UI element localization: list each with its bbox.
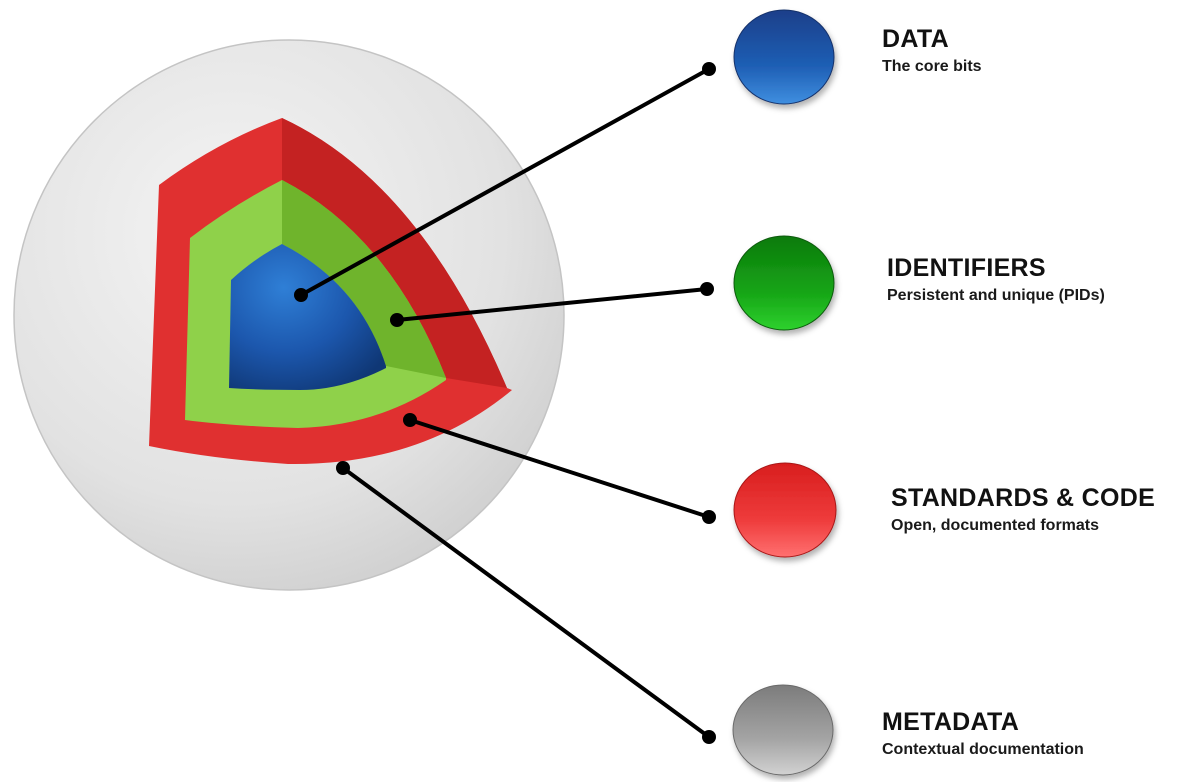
standards-label: STANDARDS & CODE Open, documented format…: [891, 483, 1155, 536]
identifiers-wedge-side: [282, 180, 446, 378]
data-legend-circle: [733, 9, 835, 105]
identifiers-subtitle: Persistent and unique (PIDs): [887, 287, 1105, 304]
standards-legend-circle: [733, 462, 837, 558]
identifiers-connector: [395, 287, 709, 322]
metadata-subtitle: Contextual documentation: [882, 741, 1084, 758]
data-connector: [299, 67, 711, 297]
identifiers-title: IDENTIFIERS: [887, 254, 1046, 282]
connector-lines: [299, 67, 711, 739]
metadata-title: METADATA: [882, 708, 1020, 736]
identifiers-label: IDENTIFIERS Persistent and unique (PIDs): [887, 253, 1105, 306]
standards-connector: [408, 418, 711, 519]
connector-dots: [294, 62, 716, 744]
identifiers-end-dot: [700, 282, 714, 296]
identifiers-anchor-dot: [390, 313, 404, 327]
standards-end-dot: [702, 510, 716, 524]
data-core: [229, 244, 386, 390]
metadata-anchor-dot: [336, 461, 350, 475]
standards-subtitle: Open, documented formats: [891, 517, 1100, 534]
metadata-legend-circle: [732, 684, 834, 776]
metadata-label: METADATA Contextual documentation: [882, 707, 1084, 760]
standards-anchor-dot: [403, 413, 417, 427]
standards-title: STANDARDS & CODE: [891, 484, 1156, 512]
data-label: DATA The core bits: [882, 24, 982, 77]
metadata-end-dot: [702, 730, 716, 744]
standards-wedge-side: [282, 118, 507, 388]
data-title: DATA: [882, 25, 949, 53]
data-end-dot: [702, 62, 716, 76]
metadata-connector: [341, 466, 711, 739]
identifiers-legend-circle: [733, 235, 835, 331]
data-anchor-dot: [294, 288, 308, 302]
data-subtitle: The core bits: [882, 58, 982, 75]
